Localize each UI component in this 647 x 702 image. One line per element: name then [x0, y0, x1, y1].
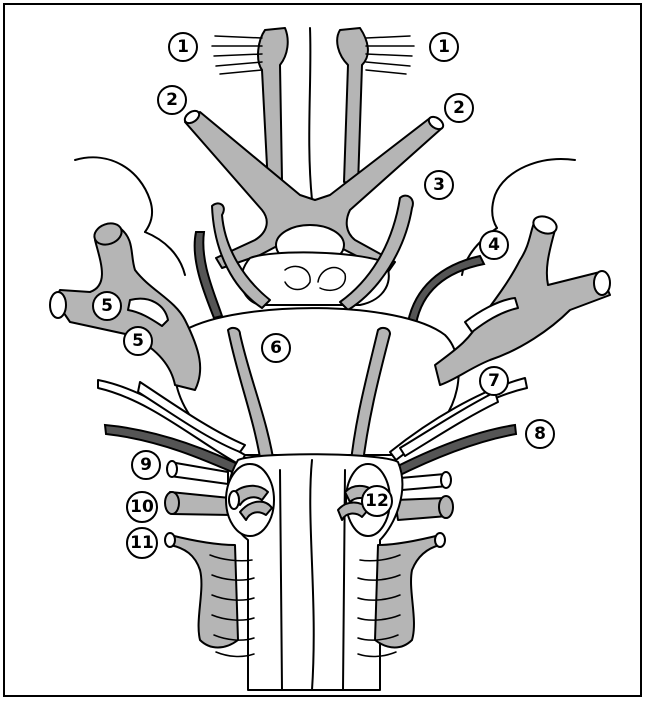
svg-text:1: 1: [438, 37, 450, 57]
glossopharyngeal-end-left: [167, 461, 177, 477]
label-5-lower: 5: [124, 327, 152, 355]
svg-text:6: 6: [270, 338, 282, 358]
glossopharyngeal-end-right: [441, 472, 451, 488]
accessory-nerve-left: [165, 533, 254, 656]
svg-text:2: 2: [453, 98, 465, 118]
svg-text:5: 5: [132, 331, 144, 351]
svg-text:8: 8: [534, 424, 546, 444]
svg-text:11: 11: [130, 533, 154, 553]
trigeminal-nerve-right: [435, 213, 610, 385]
left-temporal-outline: [75, 157, 152, 232]
label-10: 10: [127, 492, 157, 522]
label-8: 8: [526, 420, 554, 448]
svg-text:10: 10: [130, 497, 154, 517]
right-temporal-outline: [492, 159, 575, 228]
label-1-left: 1: [169, 33, 197, 61]
label-9: 9: [132, 451, 160, 479]
svg-text:3: 3: [433, 175, 445, 195]
vagus-end-right: [439, 496, 453, 518]
label-5-upper: 5: [93, 292, 121, 320]
svg-text:5: 5: [101, 296, 113, 316]
midline-fissure-upper: [309, 28, 312, 200]
label-6: 6: [262, 334, 290, 362]
hypoglossal-end-left: [229, 491, 239, 509]
label-12: 12: [362, 486, 392, 516]
label-1-right: 1: [430, 33, 458, 61]
svg-text:7: 7: [488, 371, 500, 391]
label-2-right: 2: [445, 94, 473, 122]
trochlear-nerve-right: [408, 256, 484, 324]
svg-text:9: 9: [140, 455, 152, 475]
label-4: 4: [480, 231, 508, 259]
label-11: 11: [127, 528, 157, 558]
label-7: 7: [480, 367, 508, 395]
left-fold-outline: [145, 232, 185, 275]
label-2-left: 2: [158, 86, 186, 114]
vagus-end-left: [165, 492, 179, 514]
svg-text:1: 1: [177, 37, 189, 57]
label-3: 3: [425, 171, 453, 199]
svg-text:2: 2: [166, 90, 178, 110]
svg-text:4: 4: [488, 235, 500, 255]
svg-text:12: 12: [365, 491, 389, 511]
trigeminal-nerve-left: [50, 220, 200, 390]
